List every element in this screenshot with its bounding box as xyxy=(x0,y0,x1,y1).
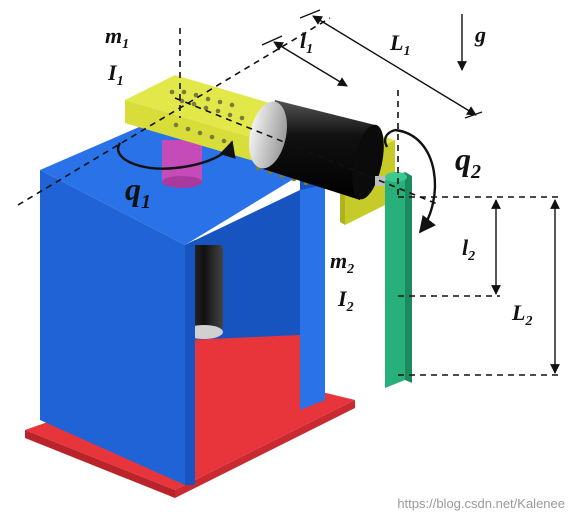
label-l2: l2 xyxy=(462,235,475,264)
joint1-axis-horizontal xyxy=(17,17,331,206)
label-L2: L2 xyxy=(511,300,532,329)
frame-inner-right xyxy=(300,185,325,410)
upper-motor-body xyxy=(260,100,375,200)
L1-dimension-arrow xyxy=(312,15,477,116)
base-plate-edge-right xyxy=(175,400,355,498)
label-l1: l1 xyxy=(300,28,313,57)
label-m1: m1 xyxy=(105,23,129,52)
link2-side xyxy=(405,172,412,383)
l1-extension xyxy=(261,35,283,46)
hub-bottom xyxy=(162,176,202,188)
label-L1: L1 xyxy=(389,30,410,59)
frame-front-left-pillar xyxy=(185,240,195,485)
link1-holes xyxy=(169,89,309,186)
q2-rotation-arrow xyxy=(394,128,437,234)
label-m2: m2 xyxy=(330,248,354,277)
link2-front xyxy=(385,172,405,388)
l1-dimension-arrow xyxy=(273,41,348,87)
frame-left-panel xyxy=(40,170,185,485)
label-I1: I1 xyxy=(107,60,124,89)
L1-extension-a xyxy=(299,9,321,19)
frame-floor xyxy=(185,335,320,480)
q1-rotation-arrow xyxy=(116,140,236,170)
label-I2: I2 xyxy=(337,286,354,315)
label-q2: q2 xyxy=(455,141,481,183)
base-plate-edge xyxy=(25,430,175,498)
watermark: https://blog.csdn.net/Kalenee xyxy=(397,496,565,511)
hub-shaft xyxy=(162,140,202,182)
label-g: g xyxy=(474,22,486,47)
link1-centerline xyxy=(174,97,441,206)
label-q1: q1 xyxy=(125,171,151,213)
q2-rotation-tail xyxy=(383,128,396,148)
link2-top xyxy=(385,172,407,182)
